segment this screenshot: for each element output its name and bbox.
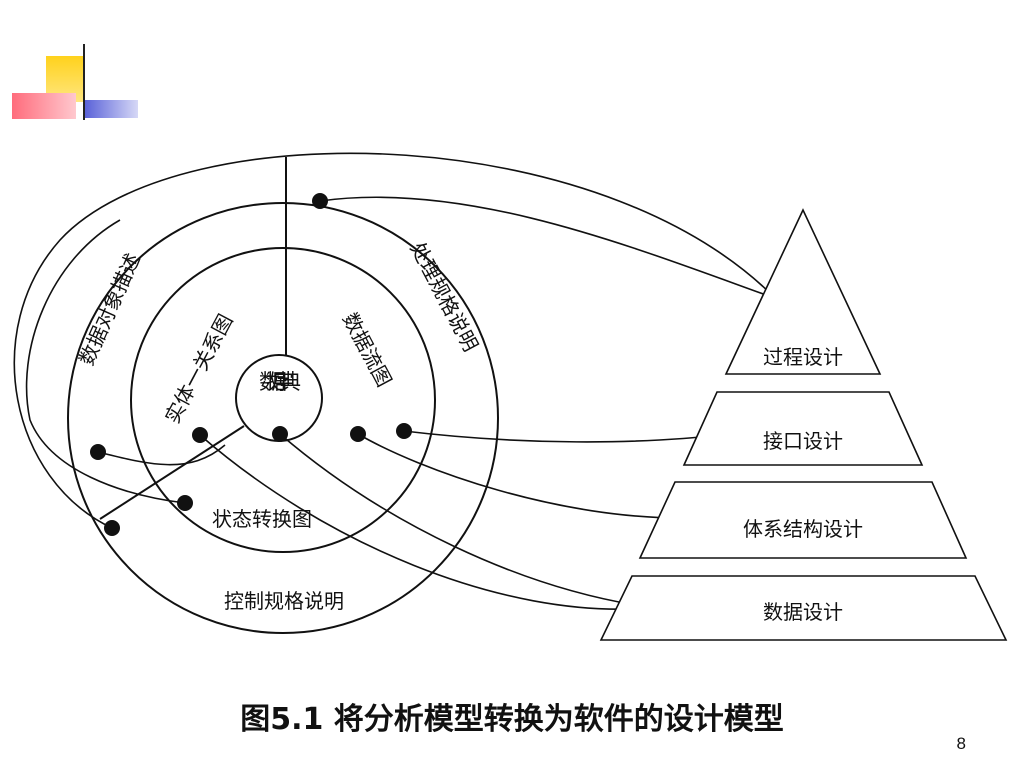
arrow-control-to-procedure: [13, 152, 789, 529]
label-architecture-design: 体系结构设计: [743, 517, 863, 541]
slide-corner-decoration: [12, 44, 138, 120]
arrow-dfd-to-architecture: [357, 433, 691, 524]
label-erd: 实体一关系图: [160, 310, 238, 427]
arrow-dictionary-to-data-1: [279, 433, 656, 612]
figure-caption: 图5.1 将分析模型转换为软件的设计模型: [240, 702, 784, 737]
label-data-design: 数据设计: [763, 600, 843, 624]
analysis-labels: 数据字典 实体一关系图 数据流图 状态转换图 数据对象描述 处理规格说明 控制规…: [74, 238, 483, 613]
dot-control-spec: [104, 520, 120, 536]
deco-blue-bar: [84, 100, 138, 118]
arrow-process-spec-to-procedure: [319, 196, 781, 302]
dot-std: [177, 495, 193, 511]
label-process-specification: 处理规格说明: [405, 238, 483, 355]
dot-process-spec: [312, 193, 328, 209]
dot-dictionary: [272, 426, 288, 442]
label-interface-design: 接口设计: [763, 429, 843, 453]
label-dfd: 数据流图: [338, 309, 397, 391]
pyramid-labels: 过程设计 接口设计 体系结构设计 数据设计: [743, 345, 863, 624]
connector-dots: [90, 193, 412, 536]
pyramid-layer-procedure: [724, 208, 882, 375]
label-procedure-design: 过程设计: [763, 345, 843, 369]
label-data-dictionary: 数据字典: [259, 370, 301, 394]
arrow-erd-to-data-2: [199, 434, 651, 614]
deco-pink-bar: [12, 93, 76, 119]
outer-circle: [67, 202, 499, 634]
dot-data-object: [90, 444, 106, 460]
label-data-object-description: 数据对象描述: [74, 249, 145, 368]
dot-erd: [192, 427, 208, 443]
arrow-dfd-to-interface: [403, 430, 729, 443]
pyramid-layer-data: [599, 575, 1008, 641]
link-std-loop: [25, 219, 186, 504]
middle-circle: [130, 247, 436, 553]
label-control-specification: 控制规格说明: [224, 589, 344, 613]
pyramid-layer-interface: [682, 391, 924, 466]
divider-bottom-left: [99, 425, 245, 520]
dot-dfd-outer: [396, 423, 412, 439]
dot-dfd-inner: [350, 426, 366, 442]
link-data-object-dot: [97, 444, 226, 466]
flow-arrows: [13, 152, 789, 614]
analysis-model: [67, 157, 499, 634]
pyramid-layer-architecture: [638, 481, 968, 559]
design-pyramid: [599, 208, 1008, 641]
page-number: 8: [956, 734, 966, 753]
label-state-transition: 状态转换图: [212, 507, 312, 531]
